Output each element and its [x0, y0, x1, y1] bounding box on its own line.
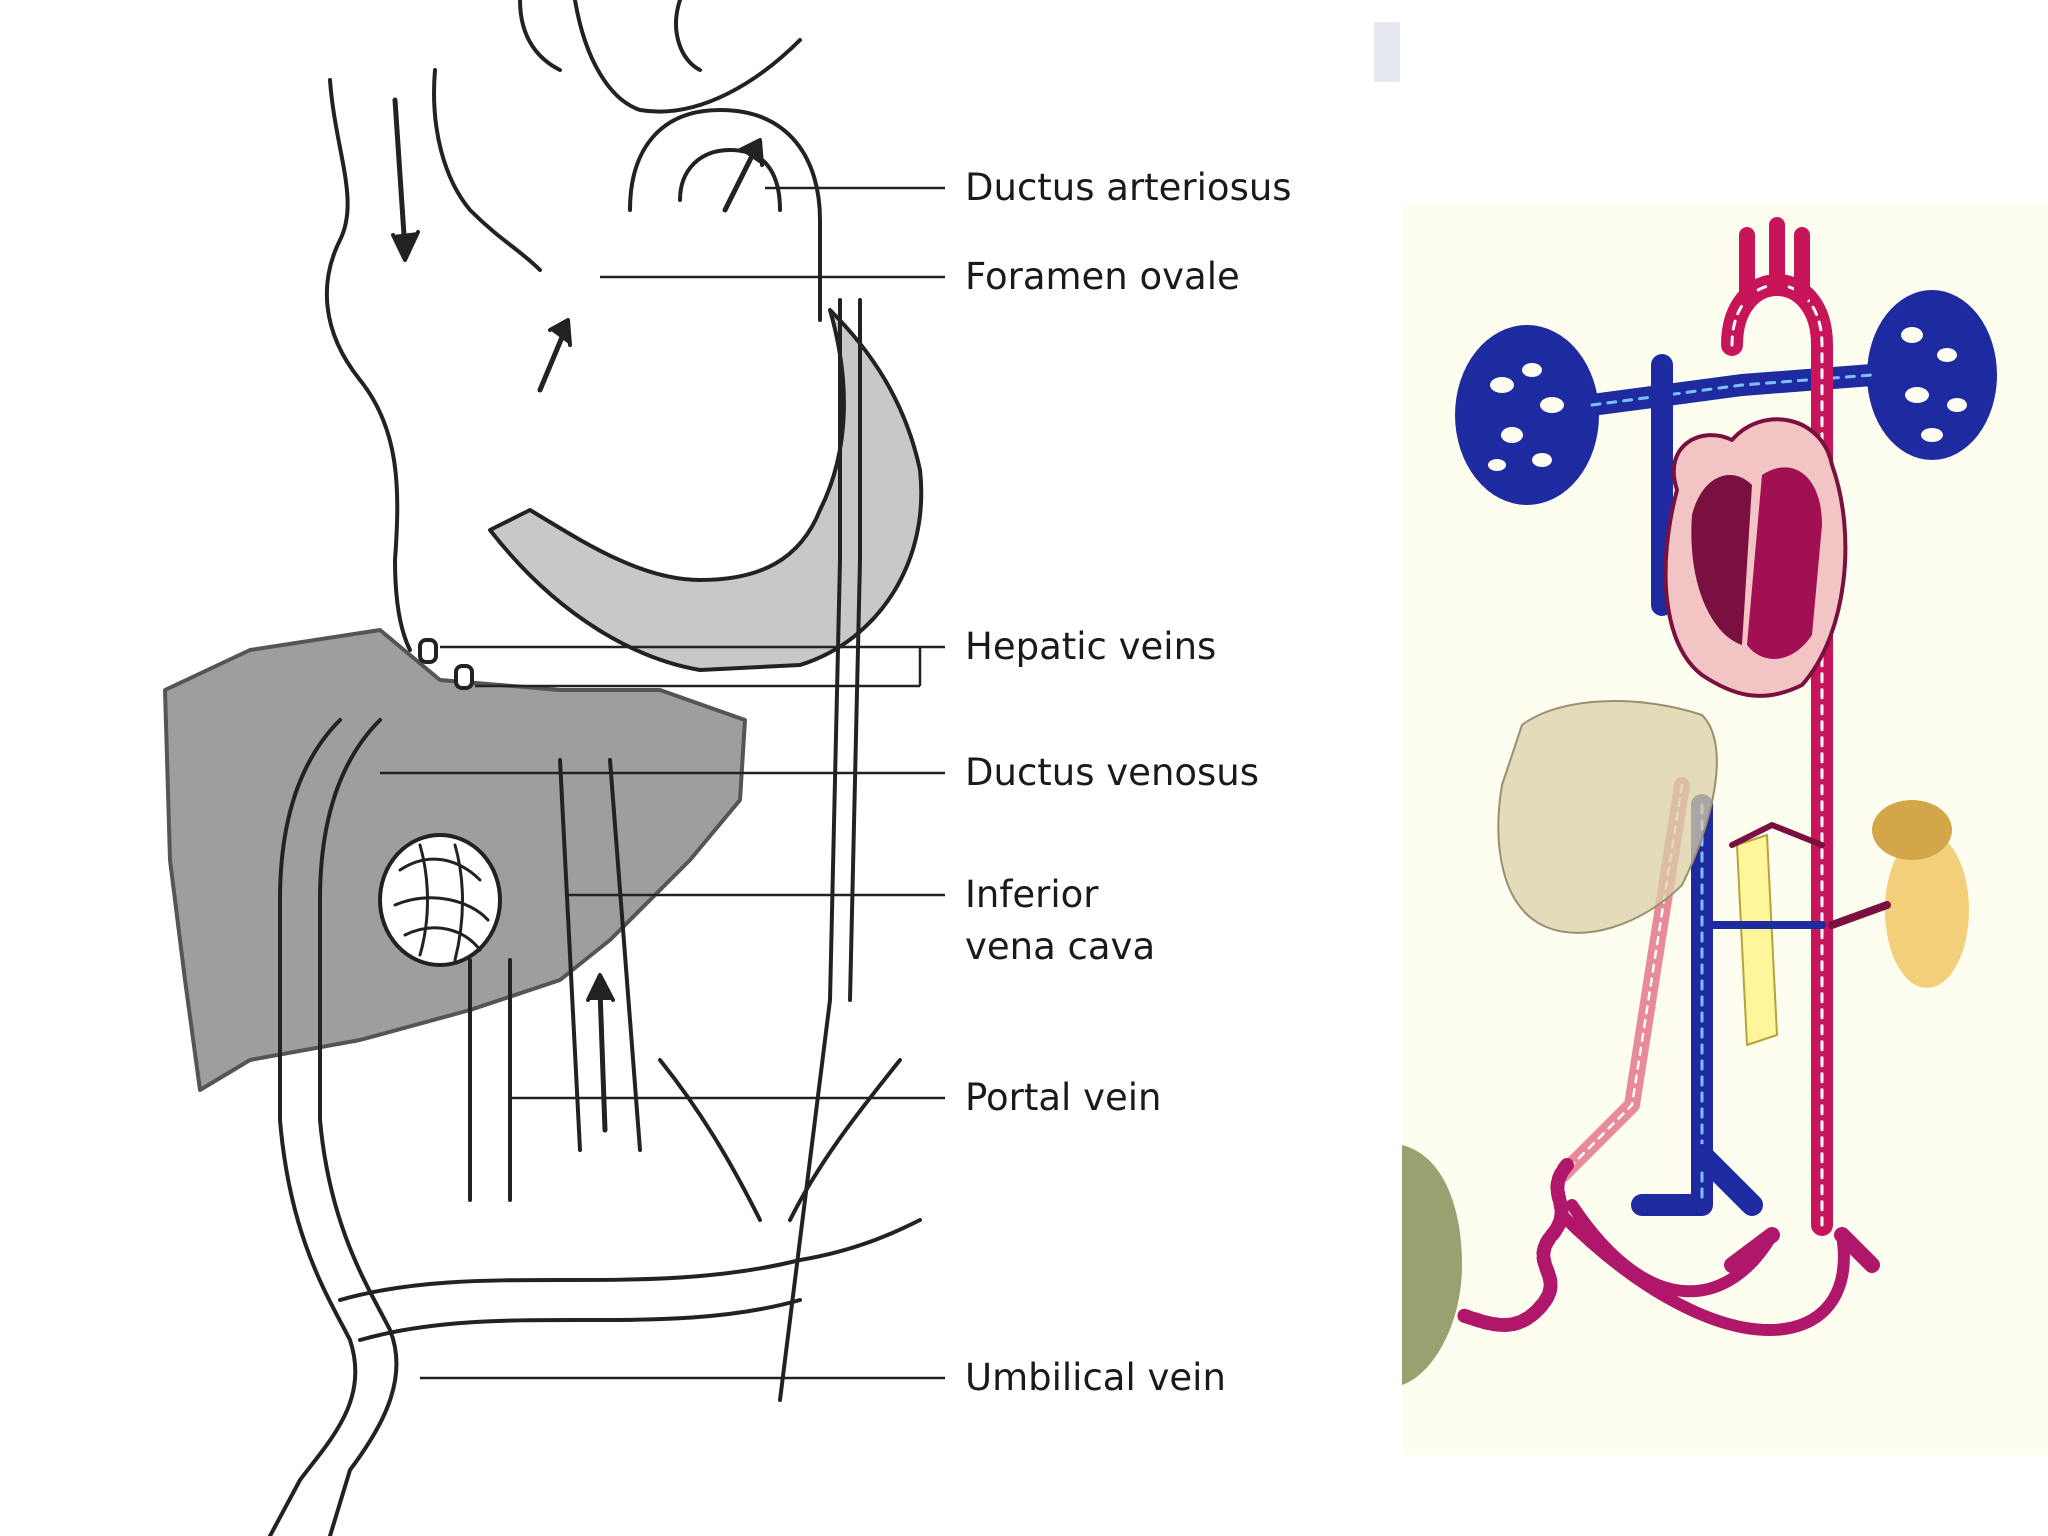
label-umbilical-vein: Umbilical vein — [965, 1356, 1226, 1399]
colored-circulation-illustration — [1402, 217, 1997, 1385]
label-portal-vein: Portal vein — [965, 1076, 1162, 1119]
label-inferior-vena-cava-line1: Inferior — [965, 873, 1099, 916]
gut — [1736, 834, 1778, 1046]
label-foramen-ovale: Foramen ovale — [965, 255, 1240, 298]
liver-capillary-bed — [378, 833, 502, 967]
label-hepatic-veins: Hepatic veins — [965, 625, 1217, 668]
label-ductus-arteriosus: Ductus arteriosus — [965, 166, 1292, 209]
label-inferior-vena-cava-line2: vena cava — [965, 925, 1156, 968]
slide-marker — [1374, 22, 1400, 82]
fetal-circulation-diagram — [163, 0, 945, 1536]
heart-wall — [488, 308, 924, 672]
label-ductus-venosus: Ductus venosus — [965, 751, 1260, 794]
right-lung — [1867, 290, 1997, 460]
liver — [1497, 700, 1718, 934]
adrenal — [1872, 800, 1952, 860]
left-lung — [1455, 325, 1599, 505]
placenta — [1402, 1145, 1462, 1385]
kidney — [1885, 832, 1969, 988]
